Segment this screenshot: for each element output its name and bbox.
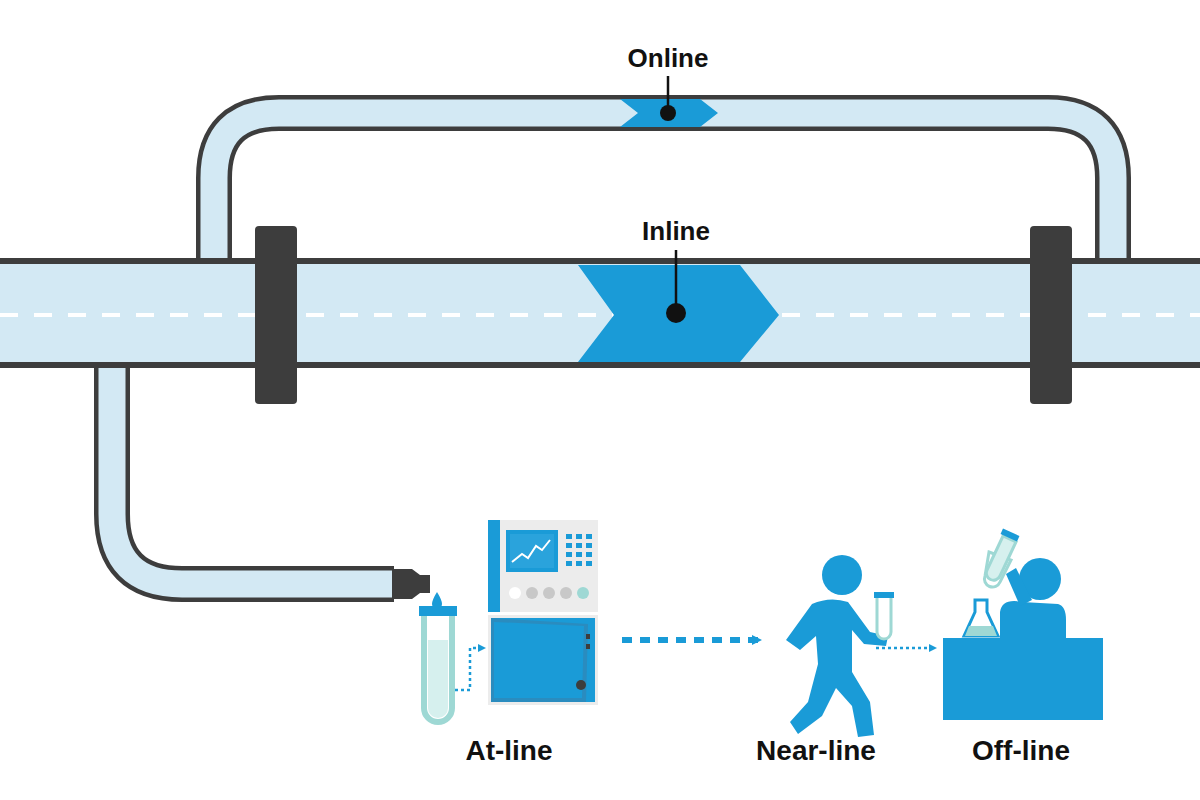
transfer-arrow [622, 637, 760, 643]
lab-bench [943, 638, 1103, 720]
lab-scientist [943, 529, 1103, 720]
stage-label: Off-line [972, 737, 1070, 765]
online-bypass-pipe [214, 113, 1113, 268]
analyzer-instrument [488, 520, 598, 705]
stage-label: At-line [465, 737, 552, 765]
stage-label: Inline [642, 218, 710, 244]
pipe-flange [255, 226, 297, 404]
sample-tube [419, 592, 484, 722]
pipe-flange [1030, 226, 1072, 404]
main-pipe [0, 258, 1200, 368]
transfer-arrow [876, 647, 935, 650]
walking-person [786, 555, 894, 737]
inline-sensor [578, 250, 779, 362]
online-sensor [620, 76, 718, 127]
stage-label: Online [628, 45, 709, 71]
stage-label: Near-line [756, 737, 876, 765]
